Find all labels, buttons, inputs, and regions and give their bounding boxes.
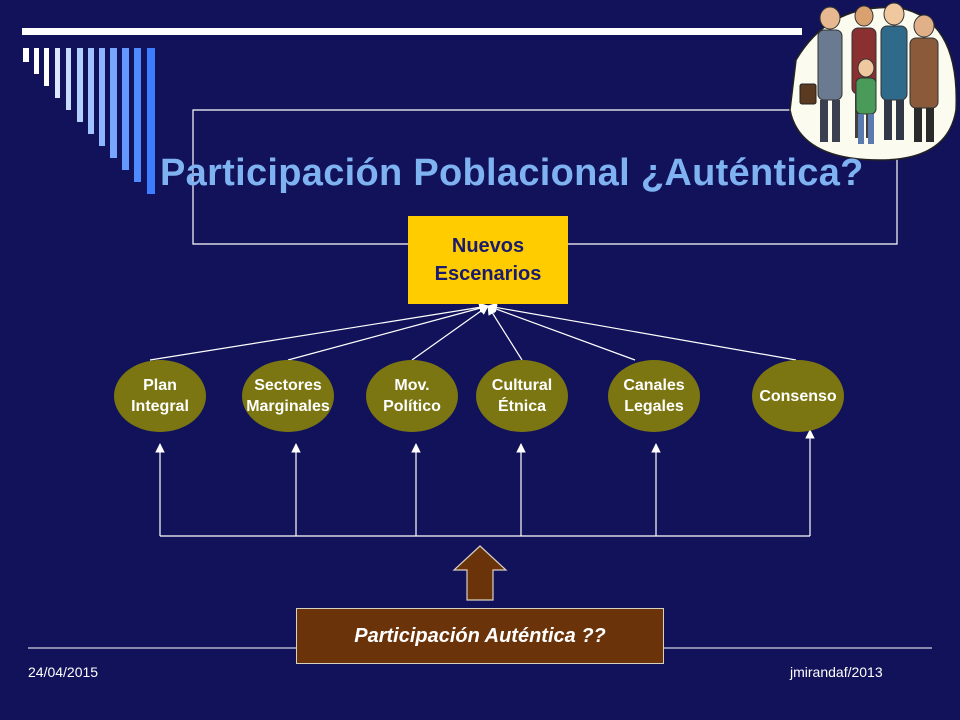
nuevos-escenarios-line-1: Nuevos (451, 235, 525, 257)
oval-sectores-marginales: Sectores Marginales (242, 360, 334, 432)
oval-label: Cultural (491, 377, 553, 394)
oval-label: Consenso (759, 387, 837, 405)
oval-mov-politico: Mov. Político (366, 360, 458, 432)
oval-label: Plan (143, 377, 177, 394)
footer-author: jmirandaf/2013 (790, 664, 883, 680)
nuevos-escenarios-box: Nuevos Escenarios (408, 216, 568, 304)
oval-label: Legales (624, 398, 684, 415)
oval-label: Integral (131, 398, 189, 415)
feedback-loop-frame (192, 109, 898, 245)
block-up-arrow-icon (452, 545, 508, 601)
oval-plan-integral: Plan Integral (114, 360, 206, 432)
oval-label: Sectores (254, 377, 322, 394)
oval-label: Mov. (394, 377, 430, 394)
footer-date: 24/04/2015 (28, 664, 99, 680)
distribution-arrows (155, 429, 815, 537)
oval-cultural-etnica: Cultural Étnica (476, 360, 568, 432)
group-of-people-icon (789, 2, 957, 161)
oval-consenso: Consenso (752, 360, 844, 432)
oval-label: Étnica (497, 398, 546, 415)
convergence-arrows (149, 302, 797, 361)
participacion-autentica-box: Participación Auténtica ?? (296, 608, 664, 664)
slide-title: Participación Poblacional ¿Auténtica? (160, 152, 864, 194)
top-bar (22, 28, 802, 35)
oval-canales-legales: Canales Legales (608, 360, 700, 432)
oval-label: Canales (623, 377, 685, 394)
oval-label: Marginales (246, 398, 330, 415)
blue-stripes-icon (23, 48, 155, 194)
nuevos-escenarios-line-2: Escenarios (434, 263, 542, 285)
oval-label: Político (383, 398, 441, 415)
